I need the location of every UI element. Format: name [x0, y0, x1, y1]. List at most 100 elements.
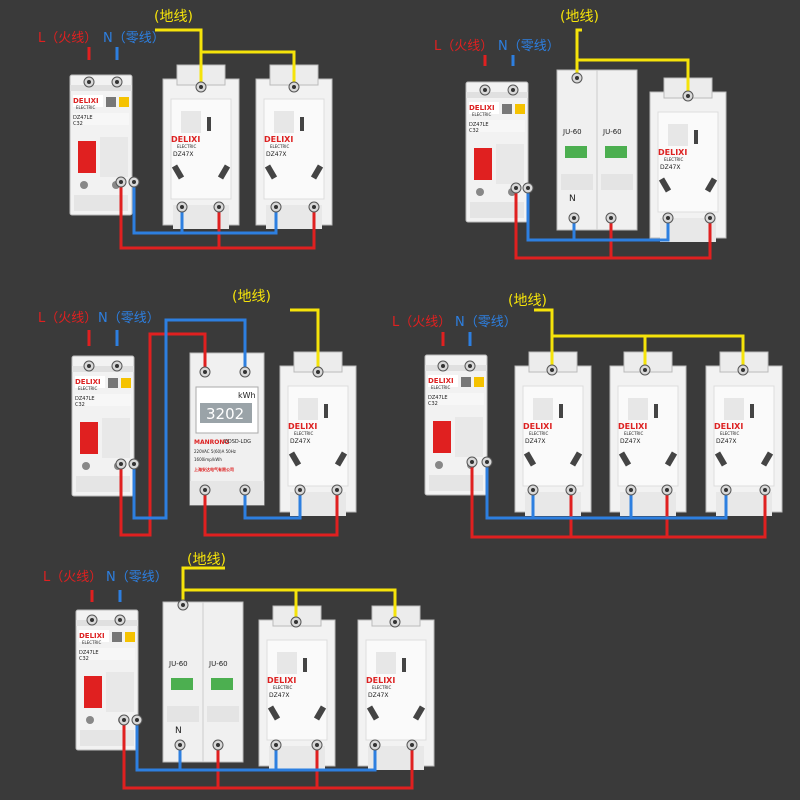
socket-brand-5a: DELIXI [267, 676, 297, 685]
terminal-screw [213, 201, 225, 213]
socket-model-4c: DZ47X [716, 438, 737, 445]
terminal-screw [288, 81, 300, 93]
terminal-screw [176, 201, 188, 213]
terminal-screw [331, 484, 343, 496]
terminal-screw [704, 212, 716, 224]
live-label-5: L（火线） [43, 570, 103, 585]
socket-model-3: DZ47X [290, 438, 311, 445]
terminal-screw [239, 484, 251, 496]
socket-5a [258, 605, 336, 771]
socket-model-1a: DZ47X [173, 151, 194, 158]
terminal-screw [625, 484, 637, 496]
earth-label-3: (地线) [232, 289, 271, 305]
breaker-sub-3: ELECTRIC [78, 386, 98, 391]
earth-label-5: (地线) [187, 552, 226, 568]
breaker-brand-2: DELIXI [469, 104, 495, 112]
neutral-label-4: N（零线） [455, 315, 517, 330]
terminal-screw [83, 360, 95, 372]
meter-brand-3: MANRONG [194, 439, 230, 446]
meter-value-3: 3202 [206, 405, 245, 423]
socket-4b [609, 351, 687, 517]
spd-model-b-2: JU-60 [603, 128, 622, 136]
terminal-screw [406, 739, 418, 751]
spd-mark-5: N [175, 726, 182, 736]
terminal-screw [662, 212, 674, 224]
terminal-screw [111, 360, 123, 372]
socket-brand-1a: DELIXI [171, 135, 201, 144]
breaker-brand-1: DELIXI [73, 97, 99, 105]
breaker-rating-5: C32 [79, 656, 89, 662]
breaker-rating-4: C32 [428, 401, 438, 407]
terminal-screw [177, 599, 189, 611]
spd-2 [556, 69, 638, 231]
socket-sub-5b: ELECTRIC [372, 685, 392, 690]
terminal-screw [114, 614, 126, 626]
breaker-sub-1: ELECTRIC [76, 105, 96, 110]
breaker-sub-5: ELECTRIC [82, 640, 102, 645]
socket-sub-4b: ELECTRIC [624, 431, 644, 436]
terminal-screw [464, 360, 476, 372]
breaker-5 [75, 609, 139, 751]
spd-model-b-5: JU-60 [209, 660, 228, 668]
terminal-screw [565, 484, 577, 496]
terminal-screw [308, 201, 320, 213]
breaker-4 [424, 354, 488, 496]
terminal-screw [479, 84, 491, 96]
terminal-screw [239, 366, 251, 378]
terminal-screw [128, 458, 140, 470]
earth-wire-4b [552, 334, 745, 370]
terminal-screw [682, 90, 694, 102]
socket-model-5b: DZ47X [368, 692, 389, 699]
meter-unit-3: kWh [238, 391, 256, 400]
neutral-out-1 [132, 182, 278, 235]
socket-sub-3: ELECTRIC [294, 431, 314, 436]
terminal-screw [195, 81, 207, 93]
terminal-screw [510, 182, 522, 194]
neutral-out-4 [485, 462, 728, 520]
earth-wire-5b [183, 588, 397, 622]
terminal-screw [115, 458, 127, 470]
terminal-screw [389, 616, 401, 628]
socket-sub-1b: ELECTRIC [270, 144, 290, 149]
socket-model-2: DZ47X [660, 164, 681, 171]
terminal-screw [131, 714, 143, 726]
breaker-2 [465, 81, 529, 223]
terminal-screw [568, 212, 580, 224]
terminal-screw [199, 484, 211, 496]
breaker-rating-1: C32 [73, 121, 83, 127]
earth-wire-5 [181, 566, 225, 605]
live-label-4: L（火线） [392, 315, 452, 330]
breaker-model-4: DZ47LE [428, 395, 448, 401]
terminal-screw [481, 456, 493, 468]
socket-5b [357, 605, 435, 771]
neutral-label-3: N（零线） [98, 311, 160, 326]
breaker-brand-5: DELIXI [79, 632, 105, 640]
breaker-rating-3: C32 [75, 402, 85, 408]
spd-model-a-2: JU-60 [563, 128, 582, 136]
terminal-screw [759, 484, 771, 496]
breaker-model-3: DZ47LE [75, 396, 95, 402]
earth-wire-3 [290, 308, 320, 372]
breaker-brand-3: DELIXI [75, 378, 101, 386]
breaker-sub-2: ELECTRIC [472, 112, 492, 117]
socket-model-5a: DZ47X [269, 692, 290, 699]
terminal-screw [270, 739, 282, 751]
socket-sub-2: ELECTRIC [664, 157, 684, 162]
earth-wire-2b [577, 58, 690, 96]
terminal-screw [86, 614, 98, 626]
live-meter-out-3 [203, 490, 339, 537]
meter-imp-3: 1600imp/kWh [194, 457, 222, 462]
socket-sub-1a: ELECTRIC [177, 144, 197, 149]
earth-label-4: (地线) [508, 293, 547, 309]
breaker-model-1: DZ47LE [73, 115, 93, 121]
socket-model-4b: DZ47X [620, 438, 641, 445]
neutral-out-2 [526, 188, 670, 242]
terminal-screw [128, 176, 140, 188]
socket-model-4a: DZ47X [525, 438, 546, 445]
breaker-rating-2: C32 [469, 128, 479, 134]
socket-model-1b: DZ47X [266, 151, 287, 158]
terminal-screw [174, 739, 186, 751]
terminal-screw [737, 364, 749, 376]
terminal-screw [115, 176, 127, 188]
